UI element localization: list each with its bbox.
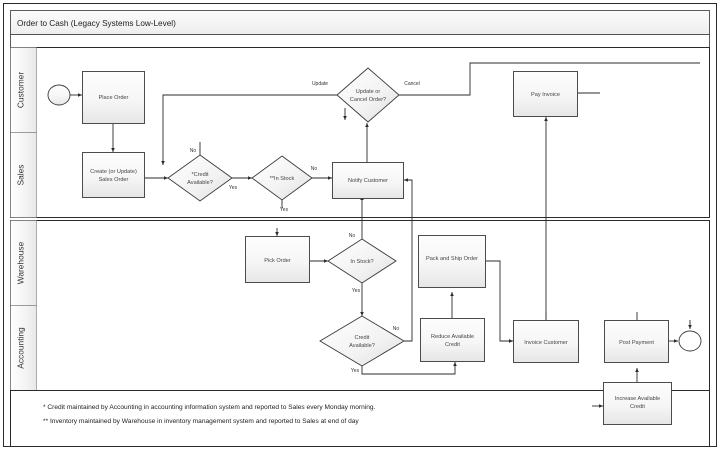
lane-label-customer: Customer	[16, 72, 26, 109]
notes-region	[10, 390, 710, 447]
lane-label-sales: Sales	[16, 165, 26, 186]
edge-label-stock-no-sales: No	[311, 166, 318, 172]
edge-label-wh-stock-no: No	[349, 233, 356, 239]
lane-label-warehouse: Warehouse	[16, 241, 26, 284]
node-credit-available-sales-label-2: Available?	[187, 180, 213, 186]
edge-label-update: Update	[312, 81, 328, 87]
node-credit-available-sales[interactable]: *Credit Available?	[167, 154, 233, 202]
edge-update-branch	[161, 94, 337, 165]
node-update-or-cancel-label-1: Update or	[356, 89, 381, 95]
node-place-order[interactable]: Place Order	[82, 71, 145, 124]
node-reduce-available-credit[interactable]: Reduce Available Credit	[420, 318, 485, 362]
node-create-sales-order-label-1: Create (or Update)	[90, 169, 137, 175]
node-post-payment[interactable]: Post Payment	[604, 320, 669, 363]
node-credit-available-sales-label-1: *Credit	[191, 172, 209, 178]
edge-label-wh-stock-yes: Yes	[352, 288, 361, 294]
note-credit: * Credit maintained by Accounting in acc…	[43, 404, 376, 411]
node-place-order-label: Place Order	[99, 95, 129, 101]
node-credit-available-accounting-label-2: Available?	[349, 343, 375, 349]
node-post-payment-label: Post Payment	[619, 340, 654, 346]
node-pack-and-ship-order[interactable]: Pack and Ship Order	[418, 235, 486, 288]
edge-label-stock-yes-sales: Yes	[280, 207, 289, 213]
node-notify-customer-label: Notify Customer	[348, 178, 388, 184]
start-event[interactable]	[47, 84, 71, 106]
node-credit-available-accounting[interactable]: Credit Available?	[319, 315, 405, 367]
node-reduce-credit-label-2: Credit	[445, 342, 460, 348]
node-in-stock-sales[interactable]: **In Stock	[251, 155, 313, 201]
node-create-update-sales-order[interactable]: Create (or Update) Sales Order	[82, 152, 145, 198]
edge-acct-credit-no-to-notify	[404, 178, 413, 342]
node-in-stock-warehouse-label: In Stock?	[350, 259, 373, 265]
lane-header-accounting	[10, 305, 37, 391]
node-credit-available-accounting-label-1: Credit	[355, 335, 370, 341]
node-pay-invoice-label: Pay Invoice	[531, 92, 560, 98]
node-create-sales-order-label-2: Sales Order	[99, 177, 129, 183]
node-increase-credit-label-1: Increase Available	[615, 396, 660, 402]
flow-connectors	[70, 62, 700, 408]
edge-label-acct-credit-no: No	[393, 326, 400, 332]
node-notify-customer[interactable]: Notify Customer	[332, 162, 404, 199]
node-increase-credit-label-2: Credit	[630, 404, 645, 410]
edge-acct-credit-yes-to-reduce	[361, 362, 457, 375]
edge-label-credit-yes: Yes	[229, 185, 238, 191]
node-invoice-customer[interactable]: Invoice Customer	[513, 320, 579, 363]
edge-label-acct-credit-yes: Yes	[351, 368, 360, 374]
edge-label-cancel: Cancel	[404, 81, 420, 87]
node-pay-invoice[interactable]: Pay Invoice	[513, 71, 578, 117]
node-invoice-customer-label: Invoice Customer	[524, 340, 568, 346]
lane-header-sales	[10, 132, 37, 218]
title-bar	[10, 10, 710, 35]
node-in-stock-warehouse[interactable]: In Stock?	[327, 238, 397, 284]
end-event[interactable]	[678, 330, 702, 352]
node-pick-order[interactable]: Pick Order	[245, 236, 310, 283]
edge-label-credit-no: No	[190, 148, 197, 154]
edge-cancel-branch	[399, 62, 700, 96]
node-in-stock-sales-label: **In Stock	[270, 176, 295, 182]
lane-header-customer	[10, 47, 37, 133]
node-update-or-cancel-label-2: Cancel Order?	[350, 97, 386, 103]
node-reduce-credit-label-1: Reduce Available	[431, 334, 474, 340]
note-inventory: ** Inventory maintained by Warehouse in …	[43, 418, 359, 425]
diagram-title: Order to Cash (Legacy Systems Low-Level)	[17, 19, 176, 28]
node-pack-and-ship-order-label: Pack and Ship Order	[426, 256, 478, 262]
node-update-or-cancel-order[interactable]: Update or Cancel Order?	[336, 67, 400, 123]
lane-label-accounting: Accounting	[16, 327, 26, 369]
header-band	[10, 34, 710, 48]
node-pick-order-label: Pick Order	[264, 258, 291, 264]
node-increase-available-credit[interactable]: Increase Available Credit	[603, 382, 672, 425]
